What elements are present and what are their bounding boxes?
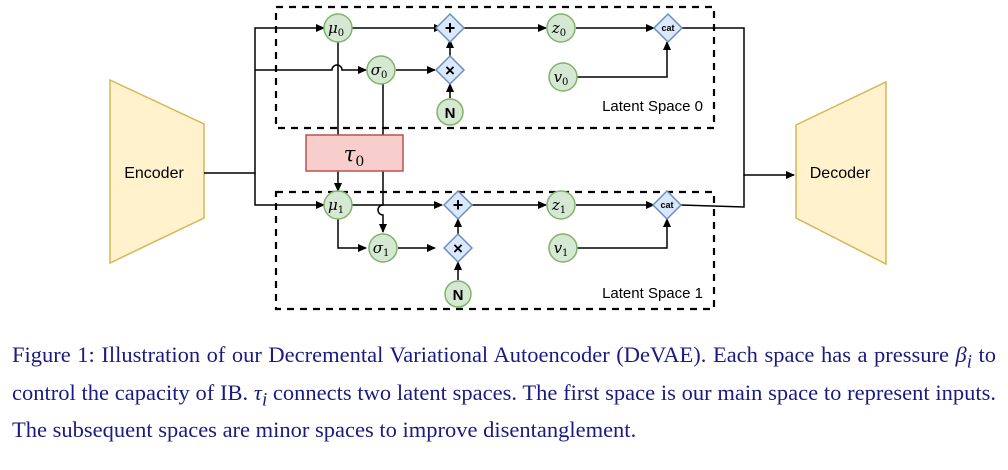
mu0-label: μ0 — [328, 19, 344, 39]
tau0-block — [305, 134, 404, 172]
cat1-label: cat — [660, 200, 673, 210]
z0-node — [546, 13, 576, 43]
caption-figure-label: Figure 1: — [12, 342, 95, 367]
connectors — [204, 24, 795, 280]
decoder-label: Decoder — [810, 165, 871, 182]
latent-space-1-label: Latent Space 1 — [602, 285, 703, 302]
plus1-node — [442, 189, 474, 221]
sigma1-node — [368, 233, 398, 263]
encoder-block — [109, 78, 205, 265]
mu0-node — [323, 13, 353, 43]
cat0-label: cat — [661, 23, 674, 33]
devae-diagram: Encoder Decoder τ0 — [109, 5, 887, 311]
caption-text-part2: to control the capacity of IB. — [12, 342, 997, 405]
times1-node — [442, 232, 474, 264]
times0-label: × — [445, 61, 455, 80]
caption-text-part1: Illustration of our Decremental Variatio… — [94, 342, 956, 367]
figure-caption: Figure 1: Illustration of our Decrementa… — [12, 340, 996, 445]
noise1-label: N — [453, 287, 464, 304]
caption-text-part3: connects two latent spaces. The first sp… — [12, 379, 996, 443]
tau0-label: τ0 — [344, 142, 365, 170]
plus1-label: + — [453, 195, 464, 215]
v1-label: v1 — [554, 239, 569, 259]
sigma0-label: σ0 — [371, 61, 388, 81]
plus0-node — [434, 12, 466, 44]
v0-node — [548, 62, 578, 92]
sigma1-label: σ1 — [373, 239, 390, 259]
times0-node — [434, 54, 466, 86]
latent-space-0-label: Latent Space 0 — [602, 98, 703, 115]
latent-space-1-box — [274, 190, 716, 311]
z1-label: z1 — [551, 196, 566, 216]
noise0-node — [436, 98, 464, 126]
mu1-label: μ1 — [328, 196, 344, 216]
cat0-node — [652, 12, 684, 44]
v0-label: v0 — [554, 68, 569, 88]
noise0-label: N — [445, 105, 456, 122]
v1-node — [548, 233, 578, 263]
times1-label: × — [453, 239, 463, 258]
caption-tau: τi — [253, 379, 268, 411]
latent-space-0-box — [274, 5, 716, 130]
sigma0-node — [366, 55, 396, 85]
mu1-node — [323, 190, 353, 220]
plus0-label: + — [445, 18, 456, 38]
encoder-label: Encoder — [124, 165, 184, 182]
noise1-node — [444, 280, 472, 308]
caption-beta: βi — [955, 342, 972, 373]
cat1-node — [651, 189, 683, 221]
z0-label: z0 — [551, 19, 566, 39]
z1-node — [546, 190, 576, 220]
decoder-block — [795, 80, 887, 266]
